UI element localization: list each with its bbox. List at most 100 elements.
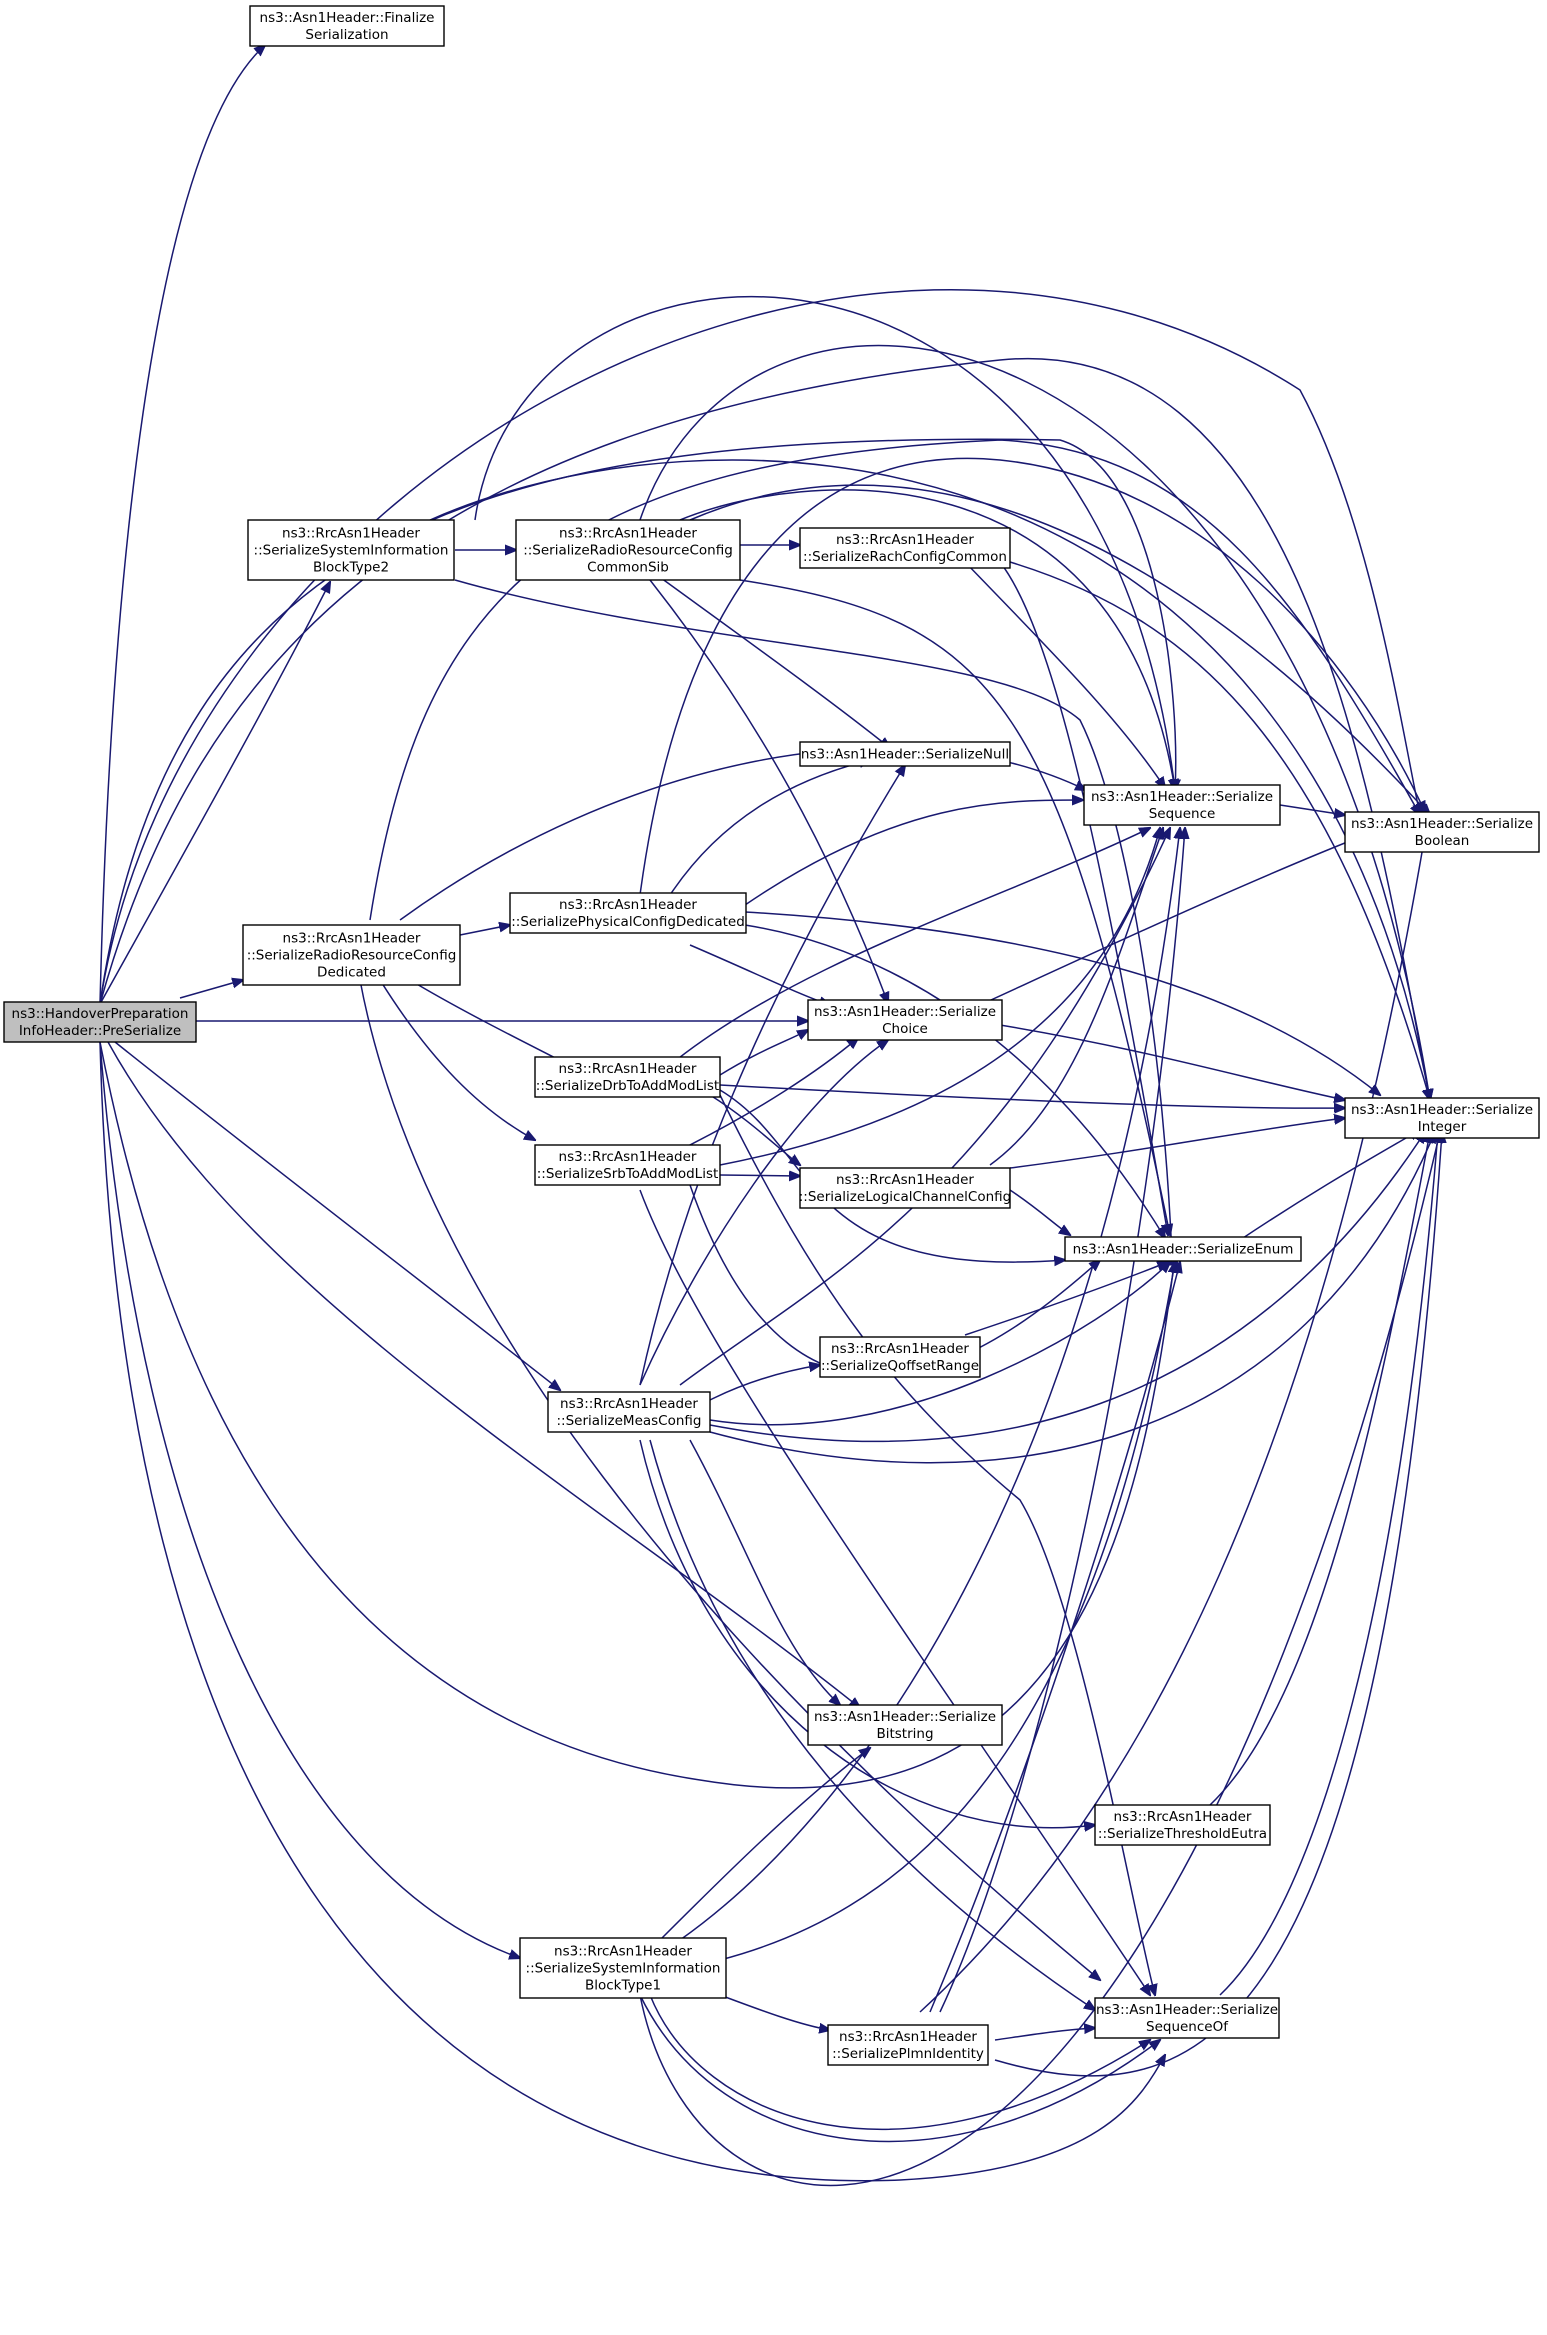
node-label-line: ns3::Asn1Header::Serialize: [814, 1709, 996, 1725]
edge-lcc-to-int: [1009, 1118, 1345, 1169]
edge-root-to-enum: [99, 1041, 1175, 1789]
edge-meas-to-thr: [639, 1439, 1095, 1828]
node-box: [807, 1704, 1003, 1746]
edge-srb-to-choice: [679, 1038, 858, 1151]
edge-rrccs-to-int: [639, 344, 1430, 1100]
node-label-line: ns3::Asn1Header::Serialize: [814, 1004, 996, 1020]
node-box: [242, 924, 461, 986]
node-label-line: SequenceOf: [1146, 2019, 1229, 2035]
node-sib1[interactable]: ns3::RrcAsn1Header::SerializeSystemInfor…: [519, 1937, 727, 1999]
node-label-line: InfoHeader::PreSerialize: [19, 1023, 181, 1039]
node-rrcd[interactable]: ns3::RrcAsn1Header::SerializeRadioResour…: [242, 924, 461, 986]
node-label-line: ns3::RrcAsn1Header: [831, 1341, 969, 1357]
node-plmn[interactable]: ns3::RrcAsn1Header::SerializePlmnIdentit…: [827, 2024, 989, 2066]
edge-root-to-finalize: [99, 45, 265, 1005]
edge-meas-to-int-2: [709, 1132, 1435, 1464]
edge-sib1-to-int: [639, 1132, 1440, 2187]
node-srb[interactable]: ns3::RrcAsn1Header::SerializeSrbToAddMod…: [534, 1144, 721, 1186]
edge-sib1-to-plmn: [719, 1994, 830, 2030]
node-label-line: Choice: [882, 1021, 928, 1037]
edge-sib1-to-seq: [679, 828, 1180, 1941]
edge-phys-to-int: [744, 911, 1380, 1095]
edge-phys-to-null: [669, 760, 870, 896]
edge-sib1-to-enum: [719, 1262, 1175, 1961]
node-label-line: ns3::Asn1Header::SerializeNull: [801, 747, 1009, 763]
edge-meas-to-seqof: [649, 1439, 1095, 2010]
edge-root-to-meas: [114, 1041, 560, 1390]
edge-root-to-seqof: [99, 1041, 1165, 2182]
node-label-line: Dedicated: [317, 965, 386, 981]
edge-sib1-to-seqof-2: [639, 1994, 1160, 2143]
node-null[interactable]: ns3::Asn1Header::SerializeNull: [799, 741, 1011, 767]
edge-root-to-bits: [107, 1041, 860, 1708]
node-label-line: ns3::RrcAsn1Header: [836, 532, 974, 548]
node-meas[interactable]: ns3::RrcAsn1Header::SerializeMeasConfig: [547, 1391, 711, 1433]
node-enum[interactable]: ns3::Asn1Header::SerializeEnum: [1064, 1236, 1302, 1262]
edge-rrccs-to-choice: [649, 579, 888, 1003]
node-box: [1083, 784, 1281, 826]
node-label-line: ::SerializePhysicalConfigDedicated: [511, 914, 745, 930]
edge-choice-to-bool: [979, 835, 1365, 1006]
edge-plmn-to-seqof: [994, 2028, 1095, 2041]
node-label-line: Serialization: [305, 27, 388, 43]
node-box: [1344, 1097, 1540, 1139]
node-label-line: ::SerializeRachConfigCommon: [803, 549, 1007, 565]
node-label-line: Bitstring: [876, 1726, 933, 1742]
edge-plmn-to-enum: [929, 1262, 1180, 2013]
node-root[interactable]: ns3::HandoverPreparationInfoHeader::PreS…: [3, 1001, 197, 1043]
node-box: [249, 5, 445, 47]
node-qoff[interactable]: ns3::RrcAsn1Header::SerializeQoffsetRang…: [819, 1336, 981, 1378]
edge-lcc-to-seq: [989, 828, 1163, 1166]
node-label-line: ns3::RrcAsn1Header: [560, 1396, 698, 1412]
node-box: [534, 1144, 721, 1186]
edge-meas-to-qoff: [709, 1365, 820, 1401]
node-drb[interactable]: ns3::RrcAsn1Header::SerializeDrbToAddMod…: [534, 1056, 721, 1098]
edge-root-to-sib1: [99, 1041, 520, 1958]
node-label-line: ::SerializeLogicalChannelConfig: [799, 1189, 1012, 1205]
edge-drb-to-lcc: [709, 1094, 800, 1165]
node-label-line: ns3::Asn1Header::Serialize: [1091, 789, 1273, 805]
edge-rach-to-enum: [999, 561, 1168, 1235]
node-box: [799, 1167, 1011, 1209]
node-label-line: Boolean: [1415, 833, 1470, 849]
node-label-line: ns3::RrcAsn1Header: [554, 1944, 692, 1960]
node-rrccs[interactable]: ns3::RrcAsn1Header::SerializeRadioResour…: [515, 519, 741, 581]
node-label-line: ::SerializePlmnIdentity: [832, 2046, 984, 2062]
node-label-line: ::SerializeDrbToAddModList: [536, 1078, 719, 1094]
node-rach[interactable]: ns3::RrcAsn1Header::SerializeRachConfigC…: [799, 527, 1011, 569]
edge-lcc-to-enum: [1009, 1189, 1070, 1235]
node-label-line: ::SerializeRadioResourceConfig: [247, 948, 457, 964]
edge-root-to-rrcd: [179, 980, 243, 999]
edge-meas-to-choice: [639, 1040, 888, 1386]
node-box: [519, 1937, 727, 1999]
node-phys[interactable]: ns3::RrcAsn1Header::SerializePhysicalCon…: [509, 892, 747, 934]
node-box: [799, 741, 1011, 767]
edge-thr-to-int: [1209, 1132, 1430, 1806]
node-thr[interactable]: ns3::RrcAsn1Header::SerializeThresholdEu…: [1094, 1804, 1271, 1846]
node-label-line: ns3::Asn1Header::Finalize: [260, 10, 435, 26]
edge-enum-to-int: [1239, 1130, 1420, 1241]
node-label-line: ns3::RrcAsn1Header: [559, 1061, 697, 1077]
node-label-line: Integer: [1418, 1119, 1467, 1135]
node-label-line: ns3::Asn1Header::Serialize: [1351, 1102, 1533, 1118]
node-sib2[interactable]: ns3::RrcAsn1Header::SerializeSystemInfor…: [247, 519, 455, 581]
node-box: [1094, 1804, 1271, 1846]
edge-choice-to-int: [999, 1024, 1345, 1100]
node-box: [515, 519, 741, 581]
nodes: ns3::HandoverPreparationInfoHeader::PreS…: [3, 5, 1540, 2066]
edge-rrcd-to-bool: [369, 439, 1420, 921]
edge-root-to-bool: [99, 289, 1420, 1005]
node-label-line: ns3::Asn1Header::Serialize: [1351, 816, 1533, 832]
node-label-line: ::SerializeRadioResourceConfig: [523, 543, 733, 559]
edge-rrccs-to-enum: [739, 579, 1170, 1235]
node-lcc[interactable]: ns3::RrcAsn1Header::SerializeLogicalChan…: [799, 1167, 1012, 1209]
edge-phys-to-bool: [639, 457, 1425, 896]
node-box: [819, 1336, 981, 1378]
